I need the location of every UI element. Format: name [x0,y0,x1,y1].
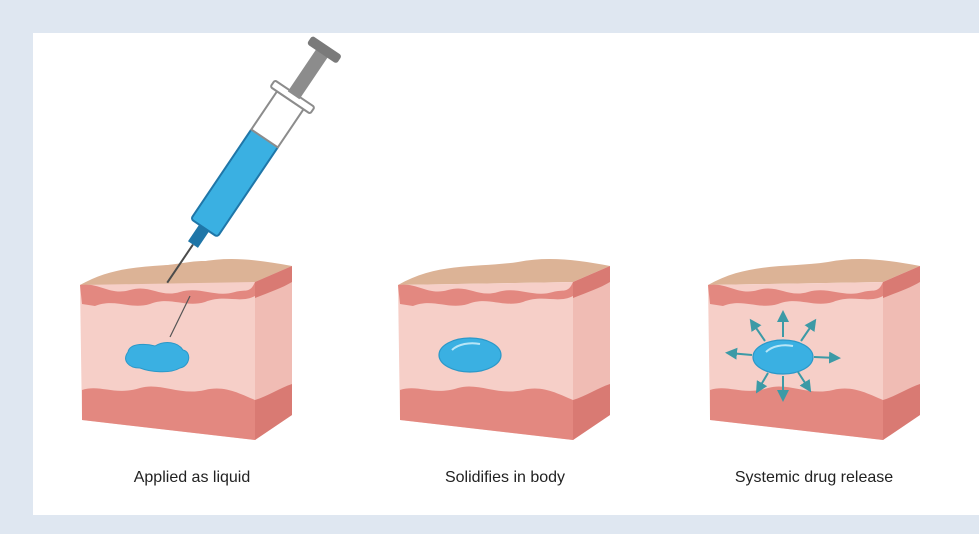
gel-liquid-icon [126,343,189,372]
caption-systemic-drug-release: Systemic drug release [735,469,893,487]
skin-block-icon [80,259,292,440]
caption-solidifies-in-body: Solidifies in body [445,469,565,487]
skin-block-icon [398,259,610,440]
syringe-icon [147,32,347,296]
skin-block-icon [708,259,920,440]
caption-applied-as-liquid: Applied as liquid [134,469,251,487]
